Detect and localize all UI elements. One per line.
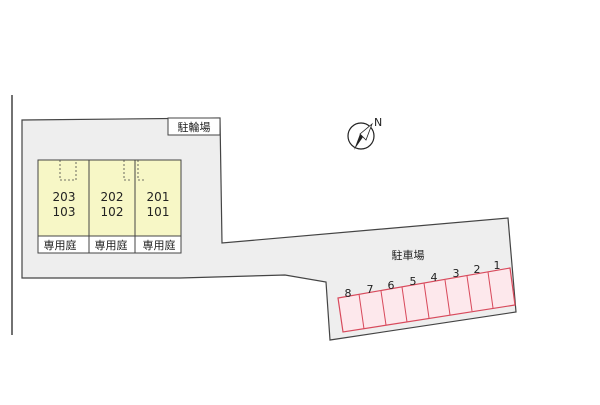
stall-number: 2: [474, 263, 481, 276]
stall-divider: [444, 279, 451, 316]
stall-number: 3: [453, 267, 460, 280]
stall-divider: [466, 275, 473, 312]
unit-upper-number: 202: [101, 190, 124, 204]
stall-number: 5: [410, 275, 417, 288]
north-arrow-icon: N: [347, 116, 382, 150]
stall-divider: [358, 293, 365, 330]
stall-number: 4: [431, 271, 438, 284]
stall-number: 8: [345, 287, 352, 300]
north-label: N: [374, 116, 382, 129]
bicycle-parking-box: [167, 117, 221, 136]
stall-divider: [380, 290, 387, 326]
stall-divider: [401, 286, 408, 323]
unit-upper-number: 203: [53, 190, 76, 204]
bicycle-parking-label: 駐輪場: [178, 120, 211, 134]
building: [37, 159, 182, 237]
entrance-mark: [123, 160, 130, 181]
private-garden-label: 専用庭: [143, 238, 176, 252]
entrance-mark: [137, 160, 146, 181]
entrance-mark: [59, 160, 77, 181]
private-garden-label: 専用庭: [95, 238, 128, 252]
stall-number: 1: [494, 259, 501, 272]
unit-upper-number: 201: [147, 190, 170, 204]
car-parking-label: 駐車場: [392, 248, 425, 262]
unit-lower-number: 103: [53, 205, 76, 219]
stall-divider: [423, 282, 430, 319]
private-garden-strip: [37, 235, 182, 254]
stall-divider: [487, 271, 494, 309]
unit-lower-number: 102: [101, 205, 124, 219]
unit-lower-number: 101: [147, 205, 170, 219]
private-garden-label: 専用庭: [44, 238, 77, 252]
stall-number: 7: [367, 283, 374, 296]
parking-stalls: [337, 267, 516, 333]
stall-number: 6: [388, 279, 395, 292]
